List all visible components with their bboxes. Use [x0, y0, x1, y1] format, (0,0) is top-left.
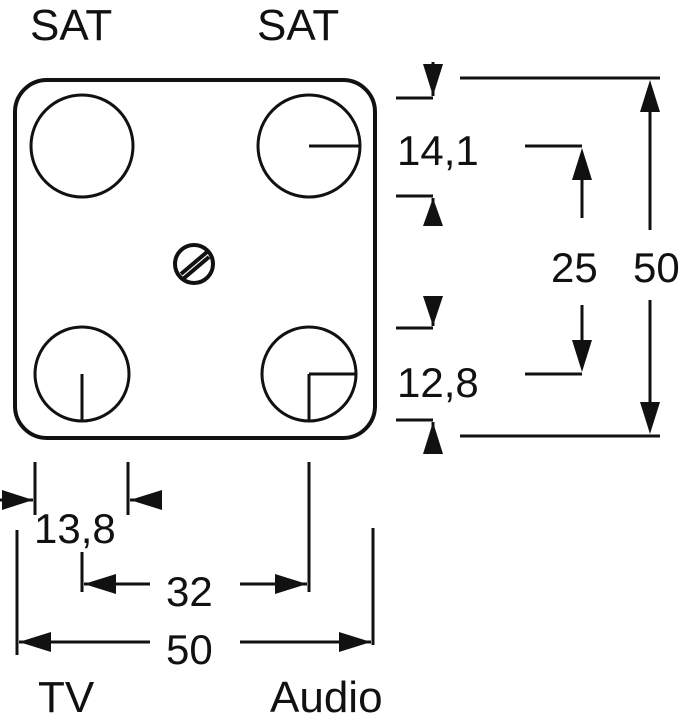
arrow-50-up	[640, 80, 660, 112]
dim-horizontal-spacing: 32	[166, 568, 213, 615]
dim-top-socket: 14,1	[397, 127, 479, 174]
label-sat-left: SAT	[30, 1, 112, 50]
arrow-13-right	[2, 490, 33, 510]
label-audio: Audio	[270, 673, 383, 720]
arrow-25-down	[572, 340, 592, 372]
dim-bottom-socket: 12,8	[397, 359, 479, 406]
arrow-32-left	[84, 574, 116, 594]
arrow-50w-left	[19, 632, 51, 652]
socket-sat-top-left	[29, 93, 135, 199]
arrow-50-down	[640, 402, 660, 434]
arrow-50w-right	[339, 632, 371, 652]
dim-plate-height: 50	[633, 244, 680, 291]
arrow-12-down	[423, 296, 443, 326]
arrow-32-right	[275, 574, 307, 594]
arrow-12-up	[423, 422, 443, 454]
arrow-13-left	[130, 490, 162, 510]
arrow-14-down	[423, 64, 443, 96]
arrow-25-up	[572, 148, 592, 180]
center-screw-icon	[173, 243, 215, 285]
arrow-14-up	[423, 198, 443, 226]
dim-plate-width: 50	[166, 626, 213, 673]
dim-vertical-spacing: 25	[551, 244, 598, 291]
label-tv: TV	[38, 673, 95, 720]
label-sat-right: SAT	[257, 1, 339, 50]
plate-outline	[13, 78, 377, 440]
dim-left-offset: 13,8	[34, 505, 116, 552]
